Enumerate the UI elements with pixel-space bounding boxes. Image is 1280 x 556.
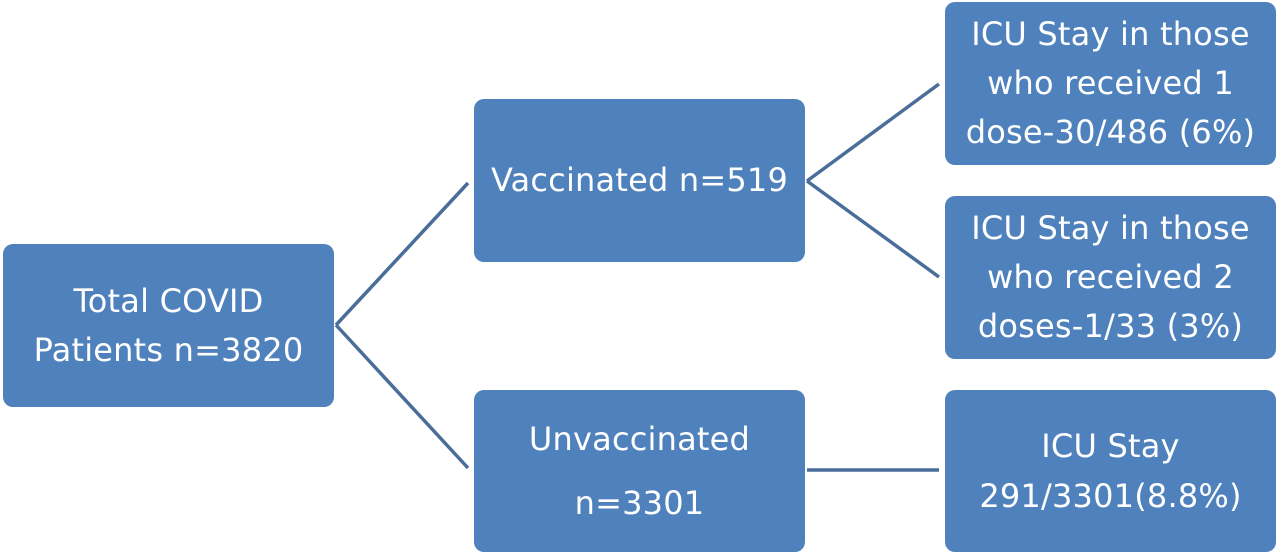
connector-vaccinated-to-icu-one-dose (805, 82, 941, 183)
node-icu-stay-unvaccinated: ICU Stay 291/3301(8.8%) (945, 390, 1276, 552)
node-icu-two-doses-line-1: ICU Stay in those (971, 209, 1250, 247)
node-total-line-1: Total COVID (73, 281, 264, 320)
node-icu-one-dose-line-1: ICU Stay in those (971, 15, 1250, 53)
node-unvaccinated-line-1: Unvaccinated (528, 420, 751, 458)
node-icu-one-dose-line-2: who received 1 (987, 64, 1234, 102)
node-icu-unvaccinated-line-1: ICU Stay (1041, 427, 1180, 465)
node-icu-unvaccinated-line-2: 291/3301(8.8%) (979, 477, 1242, 515)
node-icu-stay-two-doses: ICU Stay in those who received 2 doses-1… (945, 196, 1276, 359)
node-unvaccinated: Unvaccinated n=3301 (474, 390, 805, 552)
node-total-line-2: Patients n=3820 (33, 330, 304, 369)
connector-total-to-vaccinated (334, 181, 470, 327)
node-icu-two-doses-line-2: who received 2 (987, 258, 1234, 296)
node-icu-stay-one-dose: ICU Stay in those who received 1 dose-30… (945, 2, 1276, 165)
connector-total-to-unvaccinated (334, 323, 470, 470)
node-vaccinated: Vaccinated n=519 (474, 99, 805, 262)
connector-vaccinated-to-icu-two-doses (805, 179, 941, 279)
node-total-covid-patients: Total COVID Patients n=3820 (3, 244, 334, 407)
node-icu-two-doses-line-3: doses-1/33 (3%) (977, 307, 1244, 345)
node-icu-one-dose-line-3: dose-30/486 (6%) (965, 113, 1256, 151)
node-vaccinated-line-1: Vaccinated n=519 (490, 161, 789, 199)
node-unvaccinated-line-2: n=3301 (574, 484, 705, 522)
